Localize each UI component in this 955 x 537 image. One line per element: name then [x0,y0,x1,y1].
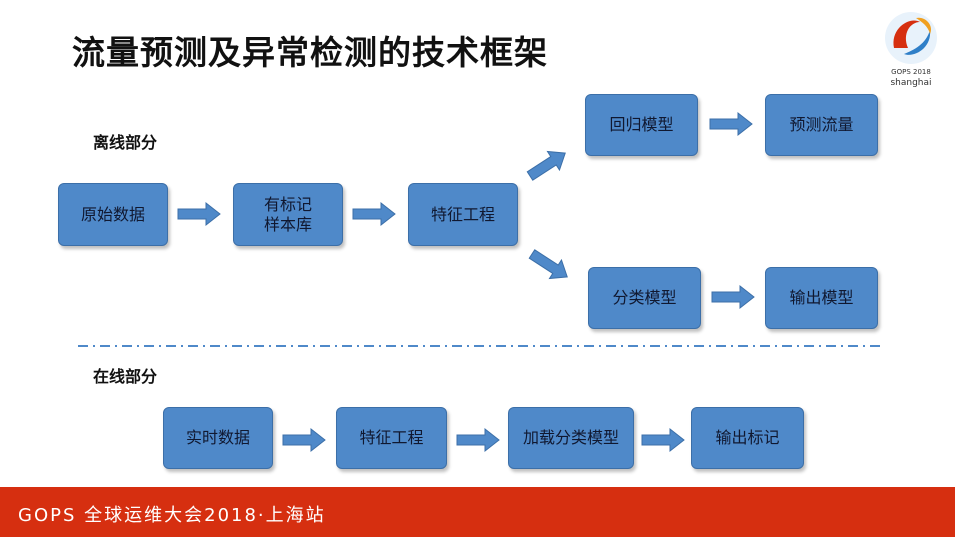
arrow-labeled-to-feature [352,202,396,226]
box-feature-engineering-online: 特征工程 [336,407,447,469]
slide-title: 流量预测及异常检测的技术框架 [72,33,548,72]
offline-section-label: 离线部分 [93,133,158,152]
arrow-feature-to-load [456,428,500,452]
box-predicted-traffic: 预测流量 [765,94,878,156]
arrow-feature-to-regression [523,143,572,186]
flow-arrows [78,112,884,452]
gops-logo-icon [885,12,937,64]
box-output-model: 输出模型 [765,267,878,329]
logo-city: shanghai [890,78,932,88]
gops-logo: GOPS 2018 shanghai [880,8,942,92]
box-load-classification-model: 加载分类模型 [508,407,634,469]
logo-brand: GOPS 2018 [891,68,931,76]
box-output-label: 输出标记 [691,407,804,469]
arrow-raw-to-labeled [177,202,221,226]
arrow-realtime-to-feature [282,428,326,452]
footer-text: GOPS 全球运维大会2018·上海站 [18,505,326,526]
arrow-regression-to-predict [709,112,753,136]
online-section-label: 在线部分 [93,367,158,386]
box-realtime-data: 实时数据 [163,407,273,469]
footer-bar: GOPS 全球运维大会2018·上海站 [0,487,955,537]
arrow-classification-to-output [711,285,755,309]
box-raw-data: 原始数据 [58,183,168,246]
box-feature-engineering-offline: 特征工程 [408,183,518,246]
box-regression-model: 回归模型 [585,94,698,156]
arrow-load-to-output [641,428,685,452]
arrow-feature-to-classification [525,244,574,287]
box-classification-model: 分类模型 [588,267,701,329]
box-labeled-sample-library: 有标记 样本库 [233,183,343,246]
